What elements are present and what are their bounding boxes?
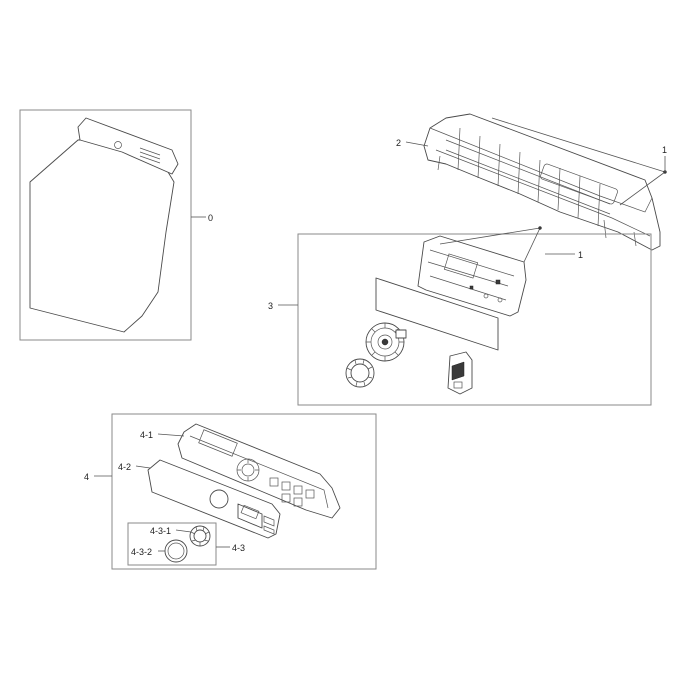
connector-block	[447, 351, 473, 395]
callout-4: 4	[84, 472, 89, 482]
callout-1-pcb: 1	[578, 250, 583, 260]
callout-labels: 0 2 1 1 3 4 4-1 4-2 4-3 4-3-1 4-3-2	[84, 138, 667, 557]
pcb-board	[417, 235, 527, 317]
callout-4-2: 4-2	[118, 462, 131, 472]
group-4-front-panel	[111, 413, 377, 570]
group-0-frame	[19, 109, 192, 341]
group-2-panel-frame	[423, 113, 667, 251]
group-4-frame	[111, 413, 377, 570]
callout-0: 0	[208, 213, 213, 223]
cabinet-body	[29, 139, 175, 333]
spring-ring	[345, 358, 375, 388]
panel-frame-part	[423, 113, 661, 251]
leader-lines	[94, 141, 666, 552]
group-3-pcb-assembly	[297, 226, 652, 406]
display-window	[375, 277, 499, 351]
knob-cap	[164, 539, 188, 563]
callout-4-3-1: 4-3-1	[150, 526, 171, 536]
callout-4-3-2: 4-3-2	[131, 547, 152, 557]
callout-4-1: 4-1	[140, 430, 153, 440]
callout-4-3: 4-3	[232, 543, 245, 553]
cabinet-control-panel	[77, 117, 179, 175]
group-0-cabinet	[19, 109, 192, 341]
callout-2: 2	[396, 138, 401, 148]
callout-3: 3	[268, 301, 273, 311]
group-4-3-frame	[127, 522, 217, 566]
group-3-frame	[297, 233, 652, 406]
encoder-knob	[365, 322, 407, 362]
knob-ring	[189, 525, 211, 547]
callout-1-top: 1	[662, 145, 667, 155]
